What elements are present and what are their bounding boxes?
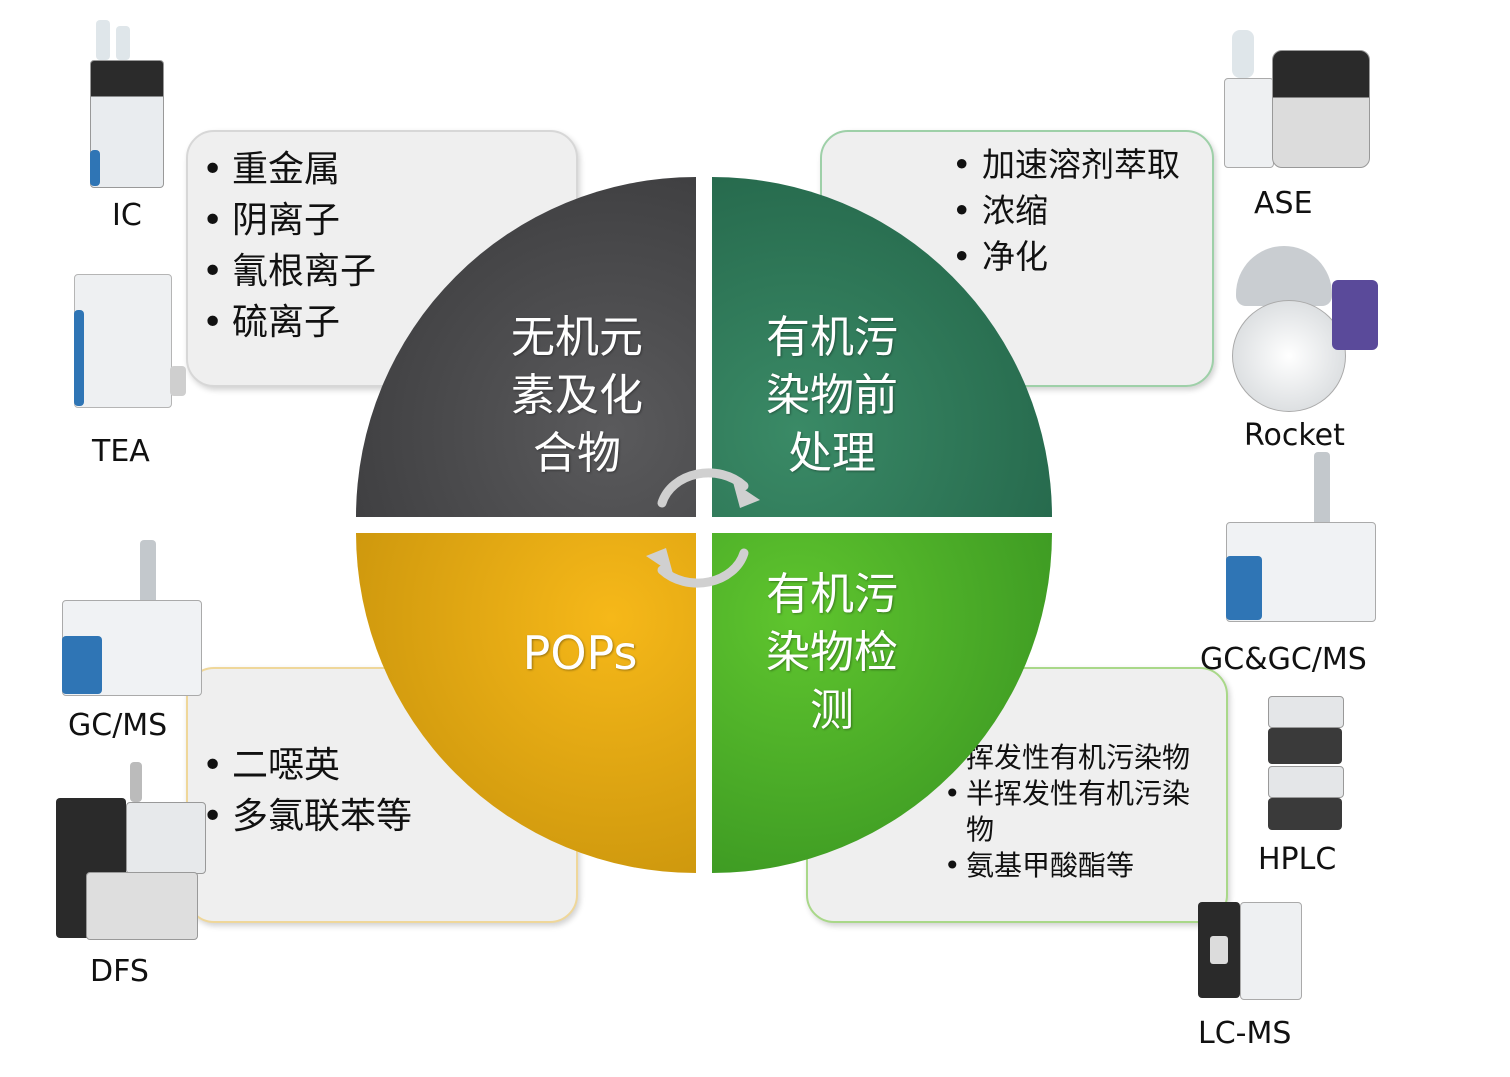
cycle-arrows-icon <box>657 468 749 588</box>
list-item: 阴离子 <box>202 195 376 246</box>
label-line: 处理 <box>788 428 876 479</box>
label-line: 有机污 <box>766 569 898 620</box>
hplc-instrument-image <box>1268 696 1344 832</box>
gcms-instrument-image <box>62 540 206 696</box>
quadrant-bottom-left <box>356 533 696 873</box>
label-line: 有机污 <box>766 312 898 363</box>
list-item: 氰根离子 <box>202 246 376 297</box>
ic-instrument-image <box>86 20 166 188</box>
dfs-instrument-image <box>56 762 206 940</box>
instrument-label-hplc: HPLC <box>1258 842 1337 877</box>
instrument-label-ic: IC <box>112 198 142 233</box>
quadrant-label-inorganic: 无机元 素及化 合物 <box>497 309 657 483</box>
quadrant-top-right <box>712 177 1052 517</box>
list-item: 加速溶剂萃取 <box>952 142 1180 188</box>
instrument-label-tea: TEA <box>92 434 150 469</box>
list-item: 半挥发性有机污染物 <box>944 776 1206 848</box>
tea-instrument-image <box>74 270 186 410</box>
arrowheads-icon <box>646 482 760 574</box>
label-line: 合物 <box>533 428 621 479</box>
list-item: 硫离子 <box>202 297 376 348</box>
label-line: 素及化 <box>511 370 643 421</box>
quadrant-top-left <box>356 177 696 517</box>
quadrant-bottom-right <box>712 533 1052 873</box>
list-item: 氨基甲酸酯等 <box>944 848 1206 884</box>
quadrant-label-detection: 有机污 染物检 测 <box>752 566 912 740</box>
rocket-instrument-image <box>1232 240 1382 412</box>
quadrant-label-pops: POPs <box>480 624 680 682</box>
gc-gcms-instrument-image <box>1222 452 1382 622</box>
instrument-label-dfs: DFS <box>90 954 149 989</box>
instrument-label-ase: ASE <box>1254 186 1313 221</box>
label-line: 测 <box>810 685 854 736</box>
list-item: 净化 <box>952 234 1180 280</box>
instrument-label-gc-gcms: GC&GC/MS <box>1200 642 1367 677</box>
quadrant-label-pretreatment: 有机污 染物前 处理 <box>752 309 912 483</box>
list-item: 多氯联苯等 <box>202 791 412 842</box>
list-item: 重金属 <box>202 144 376 195</box>
pretreatment-list: 加速溶剂萃取 浓缩 净化 <box>952 142 1180 280</box>
inorganic-list: 重金属 阴离子 氰根离子 硫离子 <box>202 144 376 348</box>
label-line: 染物前 <box>766 370 898 421</box>
list-item: 浓缩 <box>952 188 1180 234</box>
label-line: 无机元 <box>511 312 643 363</box>
ase-instrument-image <box>1218 10 1370 168</box>
label-line: POPs <box>522 626 638 680</box>
lcms-instrument-image <box>1198 896 1302 1000</box>
list-item: 二噁英 <box>202 740 412 791</box>
pops-list: 二噁英 多氯联苯等 <box>202 740 412 842</box>
instrument-label-rocket: Rocket <box>1244 418 1345 453</box>
instrument-label-gcms: GC/MS <box>68 708 168 743</box>
instrument-label-lcms: LC-MS <box>1198 1016 1292 1051</box>
label-line: 染物检 <box>766 627 898 678</box>
